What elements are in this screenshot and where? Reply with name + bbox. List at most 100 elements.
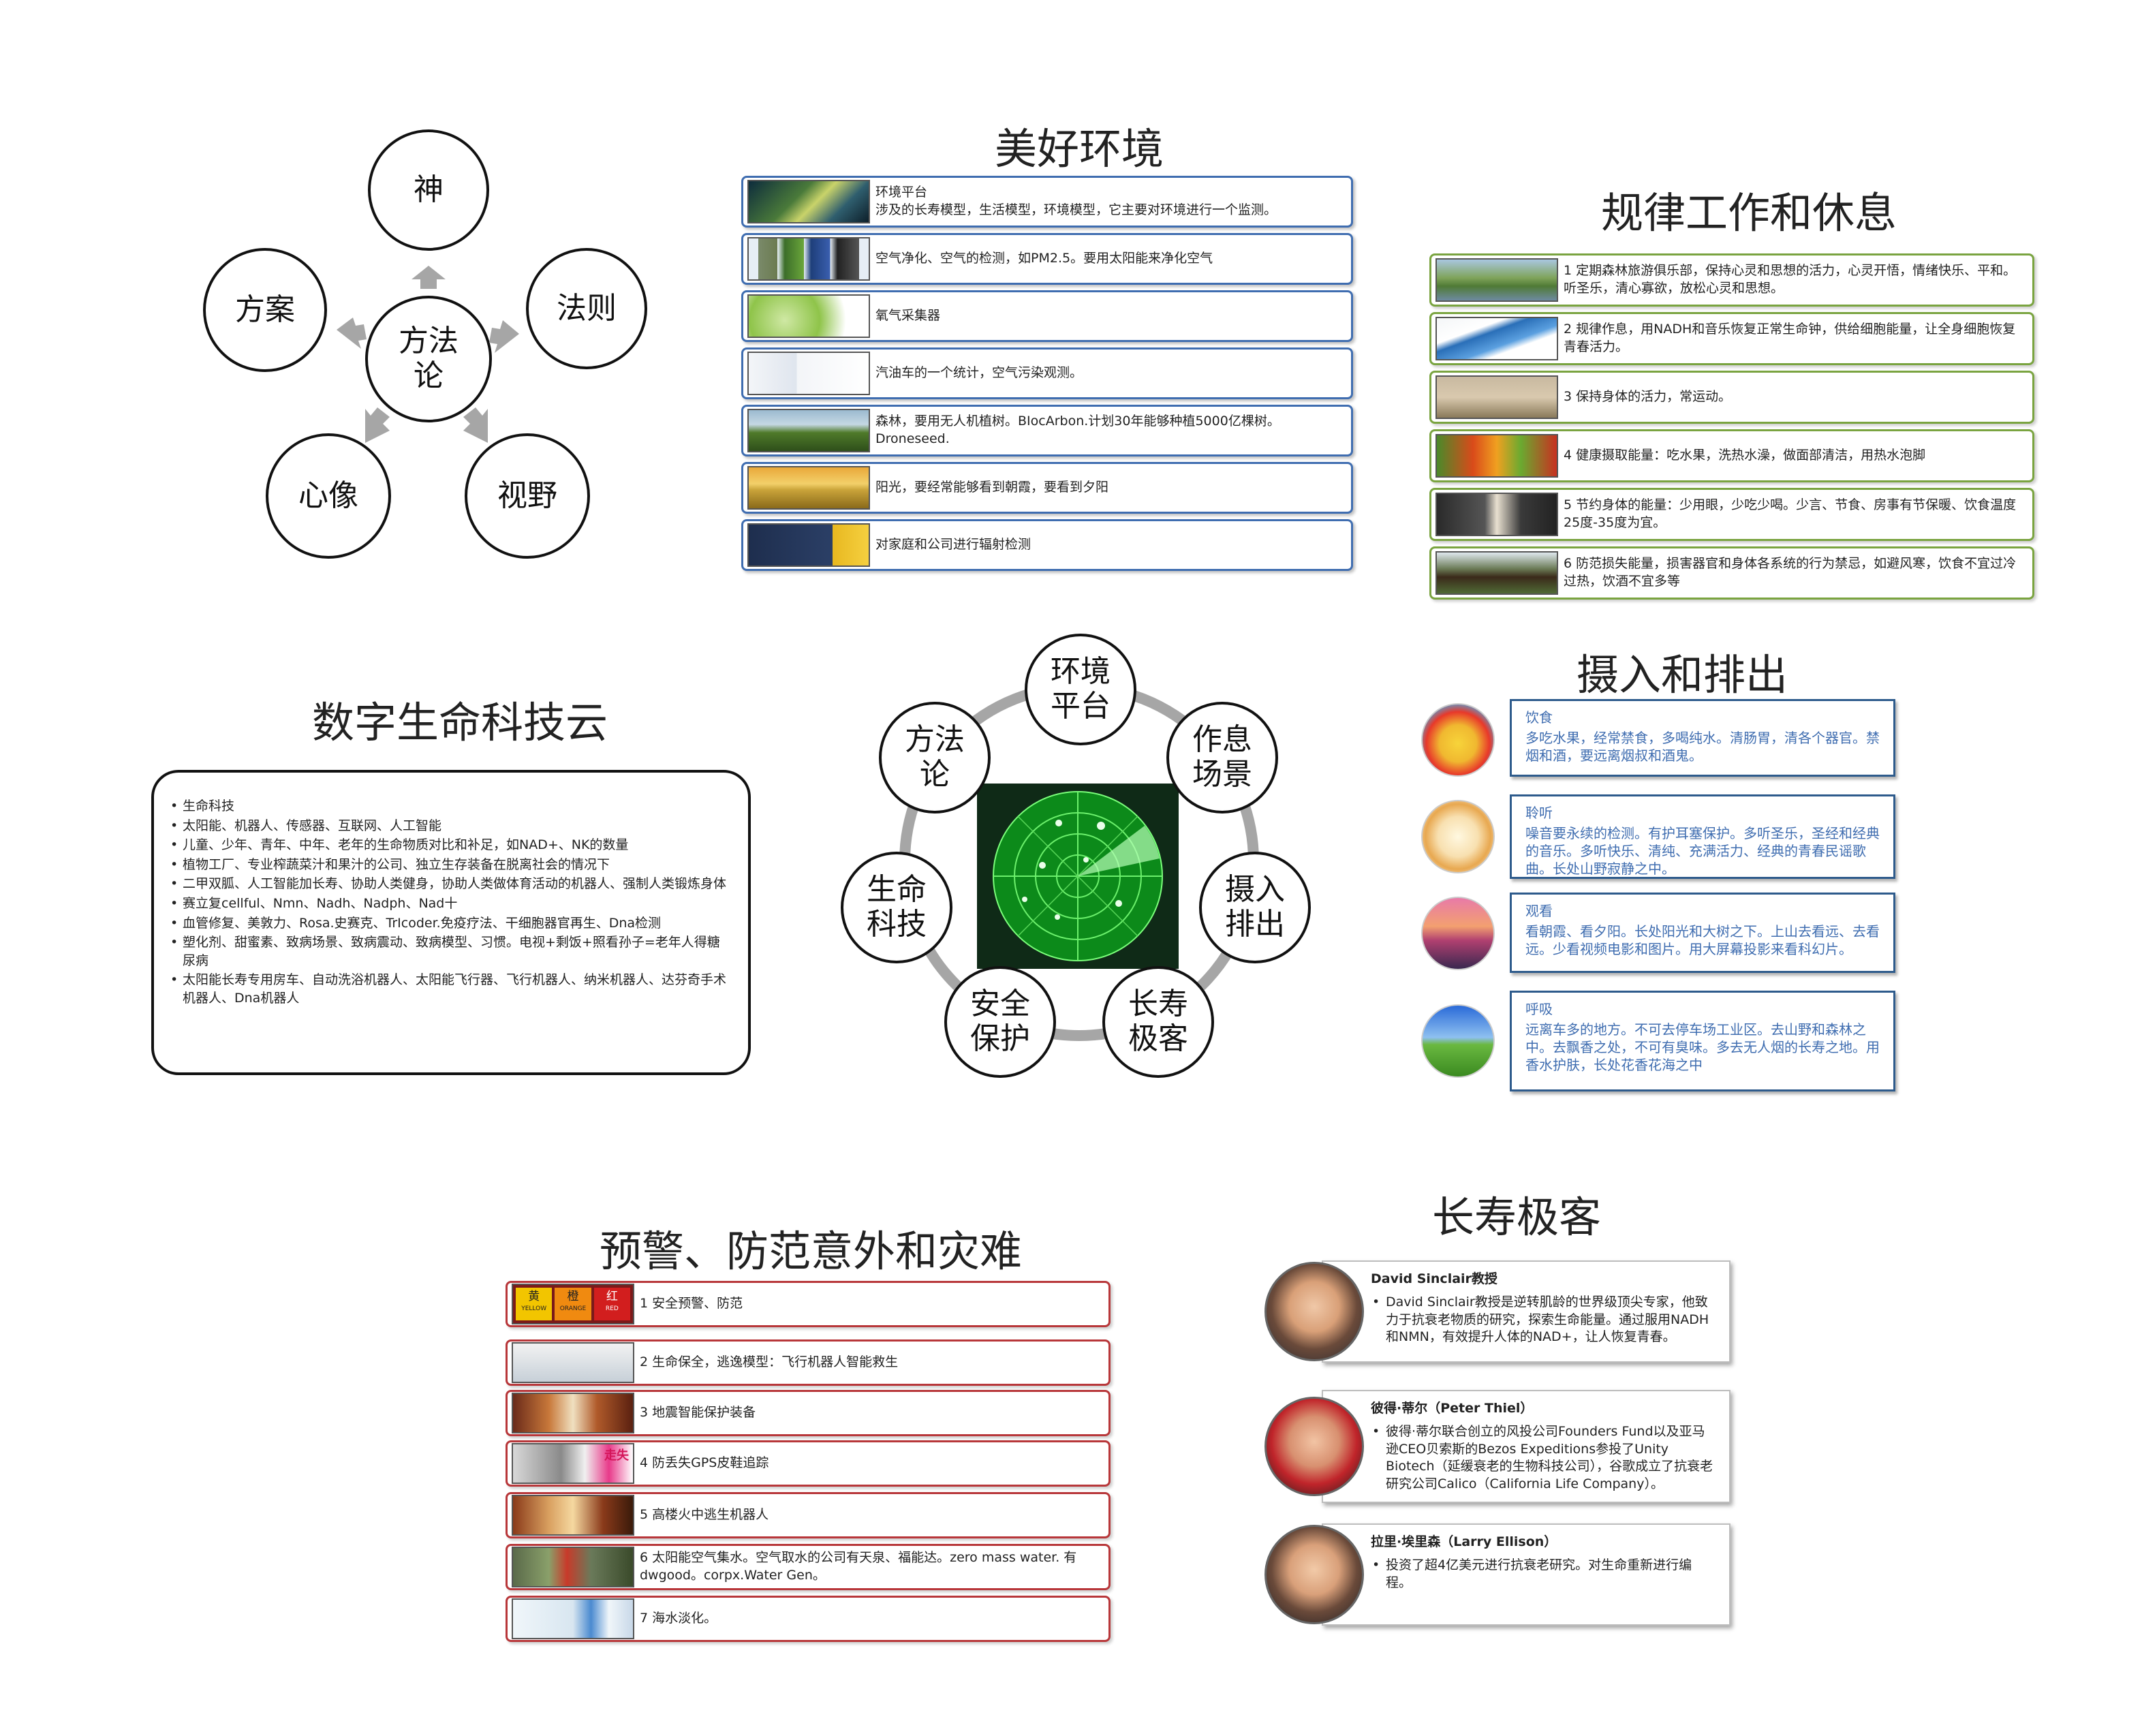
row-text: 5 节约身体的能量：少用眼，少吃少喝。少言、节食、房事有节保暖、饮食温度25度-… bbox=[1564, 497, 2017, 530]
row-text: 3 保持身体的活力，常运动。 bbox=[1564, 389, 1732, 405]
nadh-box-image bbox=[1435, 317, 1558, 360]
alert-label: 红 bbox=[606, 1290, 618, 1303]
row-text: 7 海水淡化。 bbox=[640, 1611, 717, 1626]
intake-row[interactable]: 观看 看朝霞、看夕阳。长处阳光和大树之下。上山去看远、去看远。少看视频电影和图片… bbox=[1421, 893, 1898, 977]
hub-node-geeks[interactable]: 长寿 极客 bbox=[1102, 966, 1214, 1078]
list-item: 太阳能、机器人、传感器、互联网、人工智能 bbox=[170, 817, 732, 835]
intake-head: 饮食 bbox=[1525, 709, 1553, 726]
method-node-left: 方案 bbox=[203, 248, 327, 372]
intake-body: 看朝霞、看夕阳。长处阳光和大树之下。上山去看远、去看远。少看视频电影和图片。用大… bbox=[1525, 923, 1880, 957]
row-text: 1 定期森林旅游俱乐部，保持心灵和思想的活力，心灵开悟，情绪快乐、平和。听圣乐，… bbox=[1564, 263, 2017, 296]
digital-cloud-list: 生命科技 太阳能、机器人、传感器、互联网、人工智能 儿童、少年、青年、中年、老年… bbox=[170, 797, 732, 1008]
gps-shoe-image: 走失 bbox=[512, 1443, 634, 1484]
list-item: 儿童、少年、青年、中年、老年的生命物质对比和补足，如NAD+、NK的数量 bbox=[170, 836, 732, 854]
environment-row[interactable]: 汽油车的一个统计，空气污染观测。 bbox=[741, 347, 1353, 399]
work-rest-row[interactable]: 4 健康摄取能量：吃水果，洗热水澡，做面部清洁，用热水泡脚 bbox=[1429, 429, 2034, 482]
diet-image bbox=[1421, 703, 1495, 777]
grassland-image bbox=[1421, 1004, 1495, 1078]
alert-yellow: 黄 YELLOW bbox=[516, 1288, 553, 1320]
work-rest-row[interactable]: 1 定期森林旅游俱乐部，保持心灵和思想的活力，心灵开悟，情绪快乐、平和。听圣乐，… bbox=[1429, 253, 2034, 307]
intake-row[interactable]: 饮食 多吃水果，经常禁食，多喝纯水。清肠胃，清各个器官。禁烟和酒，要远离烟叔和酒… bbox=[1421, 699, 1898, 781]
environment-row[interactable]: 阳光，要经常能够看到朝霞，要看到夕阳 bbox=[741, 462, 1353, 514]
alert-sub: RED bbox=[605, 1305, 619, 1313]
person-row[interactable]: David Sinclair教授 David Sinclair教授是逆转肌龄的世… bbox=[1264, 1260, 1735, 1369]
person-box: 拉里·埃里森（Larry Ellison） 投资了超4亿美元进行抗衰老研究。对生… bbox=[1322, 1523, 1730, 1626]
method-node-bottom-right: 视野 bbox=[465, 433, 590, 559]
work-rest-row[interactable]: 5 节约身体的能量：少用眼，少吃少喝。少言、节食、房事有节保暖、饮食温度25度-… bbox=[1429, 488, 2034, 541]
safety-row[interactable]: 3 地震智能保护装备 bbox=[506, 1390, 1111, 1436]
radar-image bbox=[977, 784, 1179, 969]
desalination-image bbox=[512, 1598, 634, 1639]
row-text: 3 地震智能保护装备 bbox=[640, 1405, 756, 1421]
intake-row[interactable]: 聆听 噪音要永续的检测。有护耳塞保护。多听圣乐，圣经和经典的音乐。多听快乐、清纯… bbox=[1421, 794, 1898, 883]
hub-node-life-tech[interactable]: 生命 科技 bbox=[841, 852, 952, 963]
intake-box: 呼吸 远离车多的地方。不可去停车场工业区。去山野和森林之中。去飘香之处，不可有臭… bbox=[1510, 991, 1895, 1091]
safety-row[interactable]: 走失 4 防丢失GPS皮鞋追踪 bbox=[506, 1440, 1111, 1487]
safety-row[interactable]: 黄 YELLOW 橙 ORANGE 红 RED 1 安全预警、防范 bbox=[506, 1281, 1111, 1327]
sunset-image bbox=[747, 466, 870, 510]
geeks-title: 长寿极客 bbox=[1432, 1192, 1602, 1242]
row-text: 2 规律作息，用NADH和音乐恢复正常生命钟，供给细胞能量，让全身细胞恢复青春活… bbox=[1564, 322, 2016, 354]
air-monitor-image bbox=[747, 352, 870, 395]
intake-body: 多吃水果，经常禁食，多喝纯水。清肠胃，清各个器官。禁烟和酒，要远离烟叔和酒鬼。 bbox=[1525, 730, 1880, 764]
forest-drone-image bbox=[747, 409, 870, 452]
environment-row[interactable]: 氧气采集器 bbox=[741, 290, 1353, 342]
row-text: 5 高楼火中逃生机器人 bbox=[640, 1507, 769, 1523]
safety-row[interactable]: 5 高楼火中逃生机器人 bbox=[506, 1492, 1111, 1538]
intake-row[interactable]: 呼吸 远离车多的地方。不可去停车场工业区。去山野和森林之中。去飘香之处，不可有臭… bbox=[1421, 991, 1898, 1093]
hub-node-environment[interactable]: 环境 平台 bbox=[1025, 634, 1136, 745]
person-name: 彼得·蒂尔（Peter Thiel） bbox=[1371, 1401, 1534, 1416]
alert-label: 黄 bbox=[528, 1290, 540, 1303]
list-item: 太阳能长寿专用房车、自动洗浴机器人、太阳能飞行器、飞行机器人、纳米机器人、达芬奇… bbox=[170, 971, 732, 1007]
alert-sub: ORANGE bbox=[559, 1305, 587, 1313]
method-node-top: 神 bbox=[368, 129, 489, 251]
method-arrows bbox=[337, 266, 519, 443]
globe-image bbox=[747, 180, 870, 223]
person-desc: 彼得·蒂尔联合创立的风投公司Founders Fund以及亚马逊CEO贝索斯的B… bbox=[1371, 1423, 1717, 1493]
person-row[interactable]: 拉里·埃里森（Larry Ellison） 投资了超4亿美元进行抗衰老研究。对生… bbox=[1264, 1523, 1735, 1632]
fire-escape-robot-image bbox=[512, 1495, 634, 1536]
hub-node-safety[interactable]: 安全 保护 bbox=[944, 966, 1056, 1078]
hub-node-methodology[interactable]: 方法 论 bbox=[879, 702, 991, 813]
arrow-up bbox=[412, 266, 446, 289]
hub-node-intake[interactable]: 摄入 排出 bbox=[1199, 852, 1311, 963]
list-item: 二甲双胍、人工智能加长寿、协助人类健身，协助人类做体育活动的机器人、强制人类锻炼… bbox=[170, 875, 732, 893]
method-node-right: 法则 bbox=[526, 248, 647, 369]
environment-row[interactable]: 森林，要用无人机植树。BIocArbon.计划30年能够种植5000亿棵树。Dr… bbox=[741, 405, 1353, 456]
person-row[interactable]: 彼得·蒂尔（Peter Thiel） 彼得·蒂尔联合创立的风投公司Founder… bbox=[1264, 1390, 1735, 1507]
person-box: David Sinclair教授 David Sinclair教授是逆转肌龄的世… bbox=[1322, 1260, 1730, 1363]
earthquake-gear-image bbox=[512, 1393, 634, 1433]
work-rest-row[interactable]: 6 防范损失能量，损害器官和身体各系统的行为禁忌，如避风寒，饮食不宜过冷过热，饮… bbox=[1429, 546, 2034, 600]
intake-box: 聆听 噪音要永续的检测。有护耳塞保护。多听圣乐，圣经和经典的音乐。多听快乐、清纯… bbox=[1510, 794, 1895, 879]
row-text: 4 健康摄取能量：吃水果，洗热水澡，做面部清洁，用热水泡脚 bbox=[1564, 448, 1926, 463]
alert-sub: YELLOW bbox=[521, 1305, 547, 1313]
environment-row[interactable]: 环境平台 涉及的长寿模型，生活模型，环境模型，它主要对环境进行一个监测。 bbox=[741, 176, 1353, 228]
row-text: 氧气采集器 bbox=[875, 308, 941, 324]
work-rest-row[interactable]: 3 保持身体的活力，常运动。 bbox=[1429, 371, 2034, 424]
intake-body: 噪音要永续的检测。有护耳塞保护。多听圣乐，圣经和经典的音乐。多听快乐、清纯、充满… bbox=[1525, 825, 1880, 877]
intake-box: 观看 看朝霞、看夕阳。长处阳光和大树之下。上山去看远、去看远。少看视频电影和图片… bbox=[1510, 893, 1895, 973]
environment-title: 美好环境 bbox=[995, 124, 1164, 174]
row-text: 6 太阳能空气集水。空气取水的公司有天泉、福能达。zero mass water… bbox=[640, 1550, 1077, 1583]
safety-row[interactable]: 6 太阳能空气集水。空气取水的公司有天泉、福能达。zero mass water… bbox=[506, 1544, 1111, 1590]
safety-row[interactable]: 7 海水淡化。 bbox=[506, 1596, 1111, 1642]
david-sinclair-avatar bbox=[1264, 1262, 1364, 1361]
vegetables-image bbox=[1435, 434, 1558, 478]
row-text: 森林，要用无人机植树。BIocArbon.计划30年能够种植5000亿棵树。Dr… bbox=[875, 414, 1280, 446]
digital-cloud-box: 生命科技 太阳能、机器人、传感器、互联网、人工智能 儿童、少年、青年、中年、老年… bbox=[151, 770, 751, 1075]
running-image bbox=[1435, 375, 1558, 419]
peter-thiel-avatar bbox=[1264, 1397, 1364, 1496]
intake-box: 饮食 多吃水果，经常禁食，多喝纯水。清肠胃，清各个器官。禁烟和酒，要远离烟叔和酒… bbox=[1510, 699, 1895, 777]
work-rest-row[interactable]: 2 规律作息，用NADH和音乐恢复正常生命钟，供给细胞能量，让全身细胞恢复青春活… bbox=[1429, 312, 2034, 365]
environment-row[interactable]: 空气净化、空气的检测，如PM2.5。要用太阳能来净化空气 bbox=[741, 233, 1353, 285]
row-text: 汽油车的一个统计，空气污染观测。 bbox=[875, 365, 1083, 381]
arrow-left bbox=[337, 317, 367, 349]
environment-row[interactable]: 对家庭和公司进行辐射检测 bbox=[741, 519, 1353, 571]
row-text: 2 生命保全，逃逸模型：飞行机器人智能救生 bbox=[640, 1354, 899, 1370]
hub-node-schedule[interactable]: 作息 场景 bbox=[1166, 702, 1278, 813]
safety-row[interactable]: 2 生命保全，逃逸模型：飞行机器人智能救生 bbox=[506, 1339, 1111, 1386]
intake-head: 呼吸 bbox=[1525, 1001, 1553, 1017]
row-text: 对家庭和公司进行辐射检测 bbox=[875, 537, 1031, 553]
list-item: 塑化剂、甜蜜素、致病场景、致病震动、致病模型、习惯。电视+剩饭+照看孙子=老年人… bbox=[170, 933, 732, 970]
radiation-detector-image bbox=[747, 523, 870, 567]
